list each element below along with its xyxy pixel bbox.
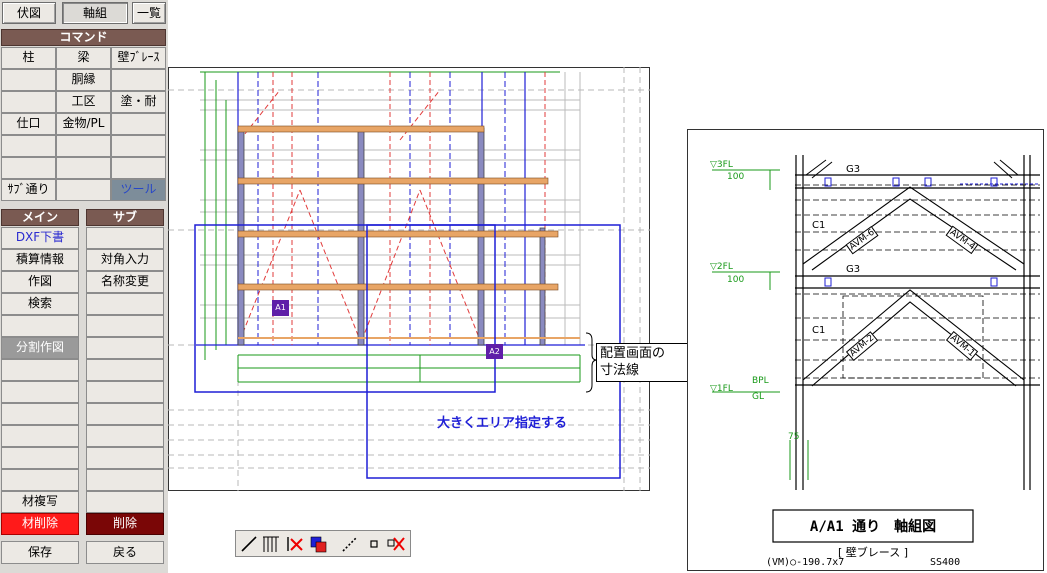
save-button[interactable]: 保存 bbox=[1, 541, 79, 564]
command-button-r3-c1[interactable]: 金物/PL bbox=[56, 113, 111, 135]
area-note: 大きくエリア指定する bbox=[436, 416, 567, 431]
column-label-lower: C1 bbox=[812, 325, 826, 336]
sub-menu-item-10 bbox=[86, 447, 164, 469]
sub-menu-item-1[interactable]: 対角入力 bbox=[86, 249, 164, 271]
main-menu-item-12[interactable]: 材複写 bbox=[1, 491, 79, 513]
back-button[interactable]: 戻る bbox=[86, 541, 164, 564]
label-a2[interactable]: A2 bbox=[486, 344, 503, 359]
command-header: コマンド bbox=[1, 29, 166, 46]
sub-menu-item-7 bbox=[86, 381, 164, 403]
sub-menu-item-11 bbox=[86, 469, 164, 491]
main-header: メイン bbox=[1, 209, 79, 226]
command-button-r2-c1[interactable]: 工区 bbox=[56, 91, 111, 113]
main-menu-item-5[interactable]: 分割作図 bbox=[1, 337, 79, 359]
command-button-r4-c2 bbox=[111, 135, 166, 157]
point-icon[interactable] bbox=[364, 534, 384, 554]
command-button-r3-c2 bbox=[111, 113, 166, 135]
sub-menu-item-8 bbox=[86, 403, 164, 425]
command-button-r0-c0[interactable]: 柱 bbox=[1, 47, 56, 69]
preview-drawing bbox=[712, 155, 1040, 543]
level-1fl: ▽1FL bbox=[710, 384, 733, 394]
level-offset-3: 100 bbox=[727, 172, 745, 182]
callout-line-1: 配置画面の bbox=[600, 346, 666, 361]
command-button-r4-c0 bbox=[1, 135, 56, 157]
drawing-toolbar bbox=[235, 530, 411, 557]
main-menu-item-11 bbox=[1, 469, 79, 491]
drawing-canvas[interactable] bbox=[168, 67, 650, 491]
command-button-r2-c2[interactable]: 塗・耐 bbox=[111, 91, 166, 113]
beam-label-upper: G3 bbox=[846, 164, 861, 175]
tab-elevation[interactable]: 軸組 bbox=[62, 2, 128, 24]
beam-label-lower: G3 bbox=[846, 264, 861, 275]
command-button-r2-c0 bbox=[1, 91, 56, 113]
command-button-r6-c2[interactable]: ツール bbox=[111, 179, 166, 201]
drawing-subtitle: [ 壁ブレース ] bbox=[837, 546, 909, 559]
command-button-r5-c2 bbox=[111, 157, 166, 179]
sub-menu-item-3 bbox=[86, 293, 164, 315]
member-spec: (VM)○-190.7x7 bbox=[766, 557, 845, 568]
main-menu-item-7 bbox=[1, 381, 79, 403]
sub-menu-item-0 bbox=[86, 227, 164, 249]
member-material: SS400 bbox=[930, 557, 961, 568]
command-button-r0-c2[interactable]: 壁ﾌﾞﾚｰｽ bbox=[111, 47, 166, 69]
tab-list[interactable]: 一覧 bbox=[132, 2, 166, 24]
delete-line-icon[interactable] bbox=[285, 534, 305, 554]
gl-label: GL bbox=[752, 392, 764, 402]
main-menu-item-3[interactable]: 検索 bbox=[1, 293, 79, 315]
command-button-r6-c1 bbox=[56, 179, 111, 201]
level-2fl: ▽2FL bbox=[710, 262, 733, 272]
sub-menu-item-9 bbox=[86, 425, 164, 447]
level-3fl: ▽3FL bbox=[710, 160, 733, 170]
sub-menu-item-5 bbox=[86, 337, 164, 359]
command-button-r1-c1[interactable]: 胴縁 bbox=[56, 69, 111, 91]
tab-plan[interactable]: 伏図 bbox=[2, 2, 56, 24]
bpl-label: BPL bbox=[752, 376, 769, 386]
command-button-r5-c1 bbox=[56, 157, 111, 179]
main-menu-item-1[interactable]: 積算情報 bbox=[1, 249, 79, 271]
sub-menu-item-6 bbox=[86, 359, 164, 381]
sub-menu-item-4 bbox=[86, 315, 164, 337]
canvas-drawing bbox=[168, 67, 650, 491]
base-dimension: 75 bbox=[788, 432, 800, 442]
drawing-title: A/A1 通り 軸組図 bbox=[809, 519, 937, 535]
main-menu-item-6 bbox=[1, 359, 79, 381]
main-menu-item-0[interactable]: DXF下書 bbox=[1, 227, 79, 249]
sub-menu-item-12 bbox=[86, 491, 164, 513]
dimension-tool-icon[interactable] bbox=[261, 534, 281, 554]
command-button-r0-c1[interactable]: 梁 bbox=[56, 47, 111, 69]
main-menu-item-4 bbox=[1, 315, 79, 337]
main-menu-item-13[interactable]: 材削除 bbox=[1, 513, 79, 535]
delete-point-icon[interactable] bbox=[386, 534, 406, 554]
line-tool-icon[interactable] bbox=[239, 534, 259, 554]
callout-line-2: 寸法線 bbox=[600, 363, 640, 378]
main-menu-item-10 bbox=[1, 447, 79, 469]
label-a1[interactable]: A1 bbox=[272, 300, 289, 316]
main-menu-item-9 bbox=[1, 425, 79, 447]
command-button-r5-c0 bbox=[1, 157, 56, 179]
main-menu-item-8 bbox=[1, 403, 79, 425]
sub-menu-item-2[interactable]: 名称変更 bbox=[86, 271, 164, 293]
main-menu-item-2[interactable]: 作図 bbox=[1, 271, 79, 293]
command-button-r6-c0[interactable]: ｻﾌﾞ通り bbox=[1, 179, 56, 201]
level-offset-2: 100 bbox=[727, 275, 745, 285]
command-button-r1-c0 bbox=[1, 69, 56, 91]
command-button-r4-c1 bbox=[56, 135, 111, 157]
sub-menu-item-13[interactable]: 削除 bbox=[86, 513, 164, 535]
command-button-r3-c0[interactable]: 仕口 bbox=[1, 113, 56, 135]
column-label-upper: C1 bbox=[812, 220, 826, 231]
dotted-line-icon[interactable] bbox=[340, 534, 360, 554]
command-button-r1-c2 bbox=[111, 69, 166, 91]
sub-header: サブ bbox=[86, 209, 164, 226]
layer-copy-icon[interactable] bbox=[308, 534, 328, 554]
